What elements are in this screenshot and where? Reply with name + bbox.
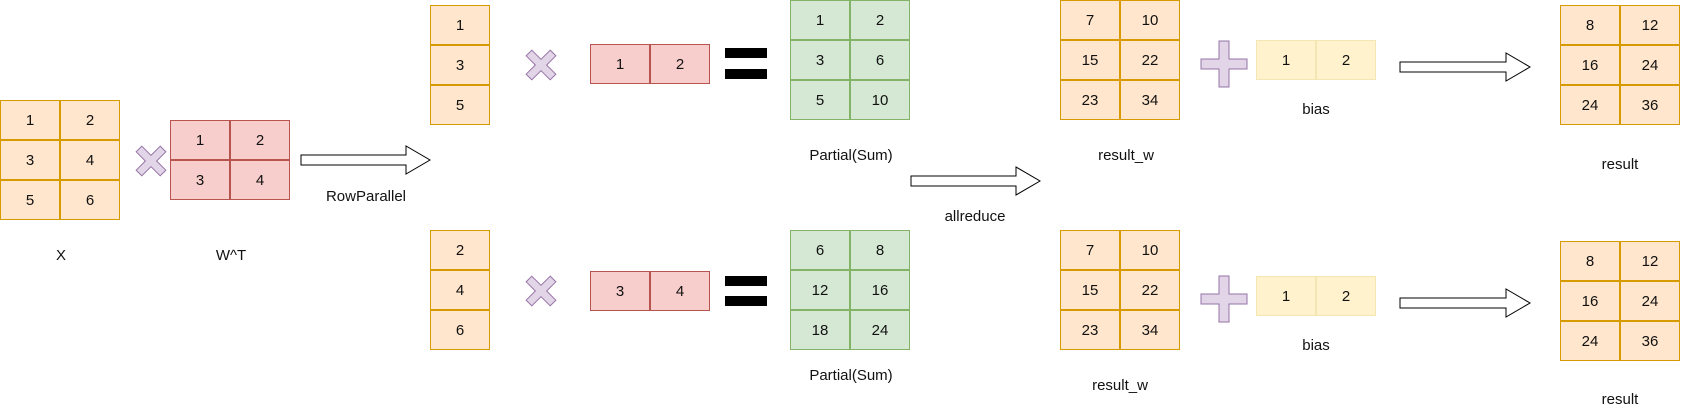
multiply-icon <box>525 49 557 81</box>
label-row-parallel: RowParallel <box>325 188 407 205</box>
matrix-cell: 34 <box>1120 310 1180 350</box>
label-result-w-bottom: result_w <box>1092 377 1148 394</box>
label-partial-sum-top: Partial(Sum) <box>809 147 893 164</box>
matrix-cell: 15 <box>1060 40 1120 80</box>
matrix-cell: 1 <box>170 120 230 160</box>
matrix-cell: 4 <box>230 160 290 200</box>
label-result-top: result <box>1601 156 1639 173</box>
matrix-cell: 5 <box>790 80 850 120</box>
arrow-right-icon <box>910 166 1041 196</box>
matrix-cell: 22 <box>1120 270 1180 310</box>
matrix-cell: 7 <box>1060 230 1120 270</box>
matrix-cell: 6 <box>60 180 120 220</box>
arrow-right-icon <box>1399 288 1531 318</box>
matrix-cell: 18 <box>790 310 850 350</box>
matrix-cell: 16 <box>1560 281 1620 321</box>
matrix-cell: 12 <box>790 270 850 310</box>
equals-icon <box>725 48 767 79</box>
matrix-cell: 12 <box>1620 241 1680 281</box>
matrix-cell: 1 <box>1256 276 1316 316</box>
multiply-icon <box>135 145 167 177</box>
equals-icon <box>725 276 767 306</box>
label-x: X <box>55 247 67 264</box>
matrix-cell: 36 <box>1620 85 1680 125</box>
matrix-cell: 7 <box>1060 0 1120 40</box>
matrix-cell: 4 <box>430 270 490 310</box>
matrix-cell: 22 <box>1120 40 1180 80</box>
matrix-cell: 3 <box>790 40 850 80</box>
label-bias-top: bias <box>1302 101 1330 118</box>
matrix-cell: 3 <box>170 160 230 200</box>
matrix-cell: 2 <box>1316 40 1376 80</box>
label-bias-bottom: bias <box>1302 337 1330 354</box>
matrix-cell: 24 <box>850 310 910 350</box>
plus-icon <box>1200 275 1248 323</box>
matrix-cell: 1 <box>1256 40 1316 80</box>
matrix-cell: 8 <box>850 230 910 270</box>
arrow-right-icon <box>300 145 431 175</box>
label-result-w-top: result_w <box>1098 147 1154 164</box>
matrix-cell: 4 <box>650 271 710 311</box>
matrix-cell: 12 <box>1620 5 1680 45</box>
matrix-cell: 24 <box>1620 281 1680 321</box>
label-result-bottom: result <box>1601 391 1639 408</box>
matrix-cell: 2 <box>1316 276 1376 316</box>
matrix-cell: 36 <box>1620 321 1680 361</box>
arrow-right-icon <box>1399 52 1531 82</box>
matrix-cell: 1 <box>790 0 850 40</box>
matrix-cell: 24 <box>1560 321 1620 361</box>
matrix-cell: 2 <box>650 44 710 84</box>
matrix-cell: 24 <box>1560 85 1620 125</box>
matrix-cell: 10 <box>1120 0 1180 40</box>
matrix-cell: 8 <box>1560 241 1620 281</box>
matrix-cell: 1 <box>0 100 60 140</box>
matrix-cell: 23 <box>1060 310 1120 350</box>
plus-icon <box>1200 40 1248 88</box>
matrix-cell: 6 <box>430 310 490 350</box>
label-allreduce: allreduce <box>944 208 1006 225</box>
matrix-cell: 16 <box>850 270 910 310</box>
matrix-cell: 2 <box>230 120 290 160</box>
label-w-transpose: W^T <box>215 247 247 264</box>
matrix-cell: 2 <box>60 100 120 140</box>
matrix-cell: 8 <box>1560 5 1620 45</box>
matrix-cell: 23 <box>1060 80 1120 120</box>
matrix-cell: 3 <box>430 45 490 85</box>
matrix-cell: 4 <box>60 140 120 180</box>
matrix-cell: 6 <box>790 230 850 270</box>
matrix-cell: 3 <box>0 140 60 180</box>
matrix-cell: 24 <box>1620 45 1680 85</box>
label-partial-sum-bottom: Partial(Sum) <box>809 367 893 384</box>
matrix-cell: 15 <box>1060 270 1120 310</box>
matrix-cell: 6 <box>850 40 910 80</box>
matrix-cell: 2 <box>430 230 490 270</box>
matrix-cell: 10 <box>850 80 910 120</box>
matrix-cell: 5 <box>430 85 490 125</box>
matrix-cell: 2 <box>850 0 910 40</box>
matrix-cell: 10 <box>1120 230 1180 270</box>
matrix-cell: 3 <box>590 271 650 311</box>
matrix-cell: 1 <box>430 5 490 45</box>
matrix-cell: 16 <box>1560 45 1620 85</box>
matrix-cell: 1 <box>590 44 650 84</box>
multiply-icon <box>525 275 557 307</box>
matrix-cell: 5 <box>0 180 60 220</box>
matrix-cell: 34 <box>1120 80 1180 120</box>
